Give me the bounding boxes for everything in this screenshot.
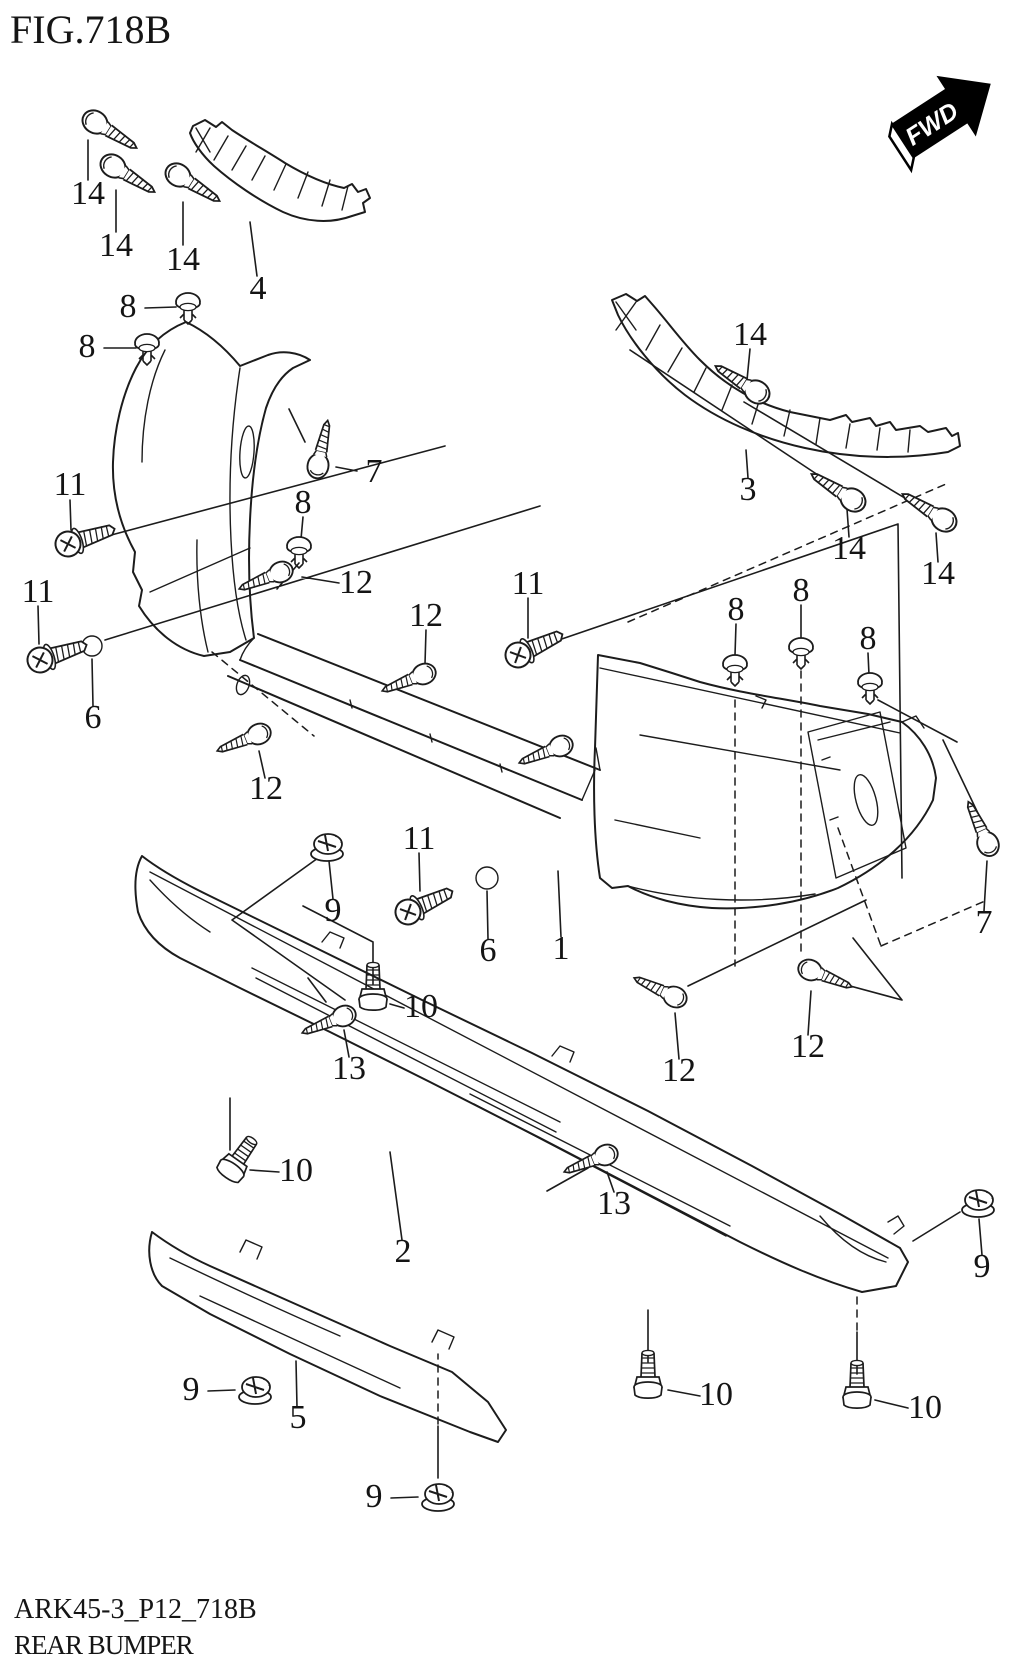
callout-10: 10 — [699, 1376, 733, 1413]
callout-14: 14 — [99, 227, 133, 264]
screw-13-icon — [297, 1001, 360, 1044]
callout-14: 14 — [733, 316, 767, 353]
callout-4: 4 — [250, 270, 267, 307]
bolt-10-icon — [213, 1129, 266, 1187]
clip-9-icon — [421, 1483, 455, 1512]
part-5-lower-trim — [148, 1231, 507, 1443]
callout-12: 12 — [339, 564, 373, 601]
screw-12-icon — [514, 731, 577, 774]
callout-10: 10 — [404, 988, 438, 1025]
fasteners — [23, 104, 1004, 1512]
callout-8: 8 — [793, 572, 810, 609]
leader-lines — [37, 139, 988, 1499]
clip-9-icon — [238, 1376, 272, 1405]
bolt-10-icon — [358, 961, 388, 1011]
clip-9-icon — [310, 833, 344, 862]
callout-8: 8 — [120, 288, 137, 325]
callout-7: 7 — [976, 904, 993, 941]
bolt-11-icon — [390, 878, 459, 931]
bolt-10-icon — [633, 1349, 663, 1399]
part-4-side-bracket-lh — [189, 119, 371, 222]
callout-10: 10 — [908, 1389, 942, 1426]
callout-6: 6 — [480, 932, 497, 969]
callout-9: 9 — [366, 1478, 383, 1515]
bolt-11-icon — [500, 621, 569, 674]
grommet-hole-6b — [475, 866, 499, 890]
callout-8: 8 — [860, 620, 877, 657]
callout-8: 8 — [79, 328, 96, 365]
hidden-edge-lines — [211, 483, 986, 1425]
figure-code: ARK45-3_P12_718B — [14, 1594, 257, 1625]
callout-14: 14 — [166, 241, 200, 278]
bolt-10-icon — [842, 1359, 872, 1409]
clip-9-icon — [961, 1189, 995, 1218]
screw-12-icon — [628, 967, 692, 1013]
callout-1: 1 — [553, 930, 570, 967]
figure-part-name: REAR BUMPER — [14, 1630, 194, 1660]
callout-12: 12 — [662, 1052, 696, 1089]
callout-11: 11 — [54, 466, 87, 503]
clip-8-icon — [175, 292, 201, 325]
callout-13: 13 — [597, 1185, 631, 1222]
screw-14-icon — [95, 148, 162, 203]
callout-14: 14 — [921, 555, 955, 592]
part-1-rear-bumper — [81, 321, 937, 910]
callout-14: 14 — [832, 530, 866, 567]
part-3-side-bracket-rh — [611, 293, 961, 458]
fwd-arrow-icon — [891, 75, 991, 159]
callout-9: 9 — [183, 1371, 200, 1408]
callout-labels: 14 14 14 8 8 4 11 7 8 12 12 11 14 3 14 1… — [22, 175, 993, 1515]
clip-8-icon — [788, 637, 814, 670]
clip-8-icon — [134, 333, 160, 366]
callout-10: 10 — [279, 1152, 313, 1189]
callout-11: 11 — [22, 573, 55, 610]
callout-5: 5 — [290, 1399, 307, 1436]
callout-3: 3 — [740, 471, 757, 508]
screw-14-icon — [708, 355, 775, 410]
bolt-11-icon — [51, 515, 120, 562]
callout-7: 7 — [366, 453, 383, 490]
callout-9: 9 — [325, 892, 342, 929]
screw-12-icon — [212, 719, 275, 762]
screw-14-icon — [895, 483, 962, 538]
callout-12: 12 — [249, 770, 283, 807]
screw-12-icon — [794, 955, 857, 998]
callout-11: 11 — [403, 820, 436, 857]
callout-11: 11 — [512, 565, 545, 602]
callout-9: 9 — [974, 1248, 991, 1285]
callout-6: 6 — [85, 699, 102, 736]
figure-title: FIG.718B — [10, 7, 172, 52]
callout-12: 12 — [409, 597, 443, 634]
callout-2: 2 — [395, 1233, 412, 1270]
callout-8: 8 — [728, 591, 745, 628]
callout-14: 14 — [71, 175, 105, 212]
callout-8: 8 — [295, 484, 312, 521]
bolt-11-icon — [23, 631, 92, 678]
callout-13: 13 — [332, 1050, 366, 1087]
part-2-lower-garnish — [134, 855, 909, 1293]
screw-7-icon — [304, 417, 339, 482]
callout-12: 12 — [791, 1028, 825, 1065]
clip-8-icon — [722, 654, 748, 687]
screw-7-icon — [957, 796, 1004, 861]
screw-12-icon — [234, 557, 297, 600]
fwd-direction-badge: FWD — [888, 75, 991, 174]
